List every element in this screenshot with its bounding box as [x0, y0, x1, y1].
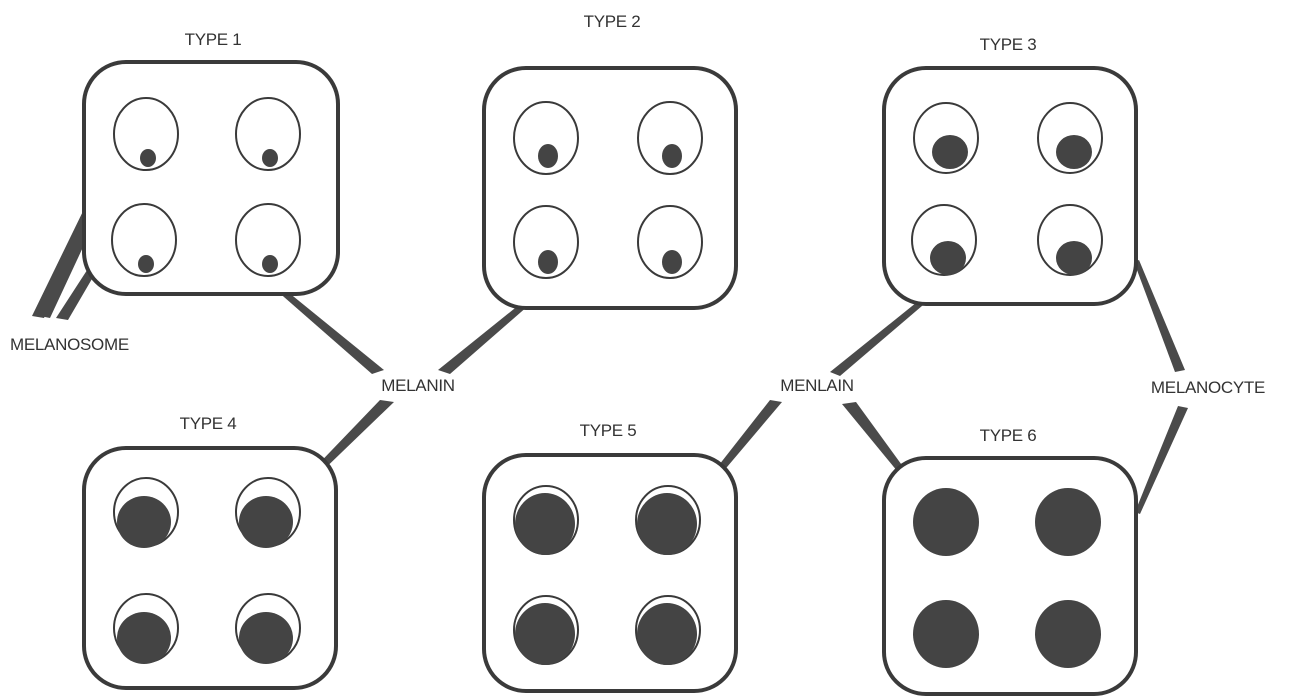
menlain-leader-type3: [830, 290, 936, 376]
melanosome: [1035, 600, 1101, 668]
melanosome: [235, 593, 301, 664]
melanosome: [1035, 488, 1101, 556]
melanosome: [235, 97, 301, 171]
type-4-label: TYPE 4: [180, 414, 237, 433]
melanosome: [113, 97, 179, 171]
melanosome: [513, 485, 579, 555]
type-2-label: TYPE 2: [584, 12, 641, 31]
melanocyte-label: MELANOCYTE: [1151, 378, 1265, 397]
type-4-cell: [82, 446, 338, 690]
type-2-cell: [482, 66, 738, 310]
melanocyte-cell: [882, 66, 1138, 306]
melanosome: [637, 205, 703, 279]
type-1-label: TYPE 1: [185, 30, 242, 49]
type-3-label: TYPE 3: [980, 35, 1037, 54]
melanosome: [635, 595, 701, 665]
melanosome: [235, 203, 301, 277]
melanocyte-cell: [482, 66, 738, 310]
melanocyte-leader-type6: [1135, 406, 1188, 514]
melanosome: [635, 485, 701, 555]
melanosome: [513, 595, 579, 665]
melanocyte-leader-type3: [1134, 260, 1185, 372]
melanosome-label: MELANOSOME: [10, 335, 129, 354]
type-6-cell: [882, 456, 1138, 696]
melanocyte-cell: [882, 456, 1138, 696]
melanosome: [113, 593, 179, 664]
melanin-label: MELANIN: [381, 376, 454, 395]
type-5-label: TYPE 5: [580, 421, 637, 440]
melanosome: [111, 203, 177, 277]
melanosome: [1037, 204, 1103, 276]
menlain-label: MENLAIN: [780, 376, 853, 395]
melanosome: [913, 488, 979, 556]
type-1-cell: [82, 60, 340, 296]
melanosome: [113, 477, 179, 548]
type-3-cell: [882, 66, 1138, 306]
melanosome: [513, 205, 579, 279]
melanosome: [913, 102, 979, 174]
type-5-cell: [482, 453, 738, 693]
melanosome: [911, 204, 977, 276]
melanin-leader-type1: [268, 279, 384, 374]
type-6-label: TYPE 6: [980, 426, 1037, 445]
melanin-leader-type2: [438, 288, 544, 374]
melanosome: [513, 101, 579, 175]
melanosome: [1037, 102, 1103, 174]
melanosome: [235, 477, 301, 548]
melanosome: [637, 101, 703, 175]
melanosome: [913, 600, 979, 668]
leader-lines: [32, 164, 1188, 514]
melanocyte-cell: [482, 453, 738, 693]
